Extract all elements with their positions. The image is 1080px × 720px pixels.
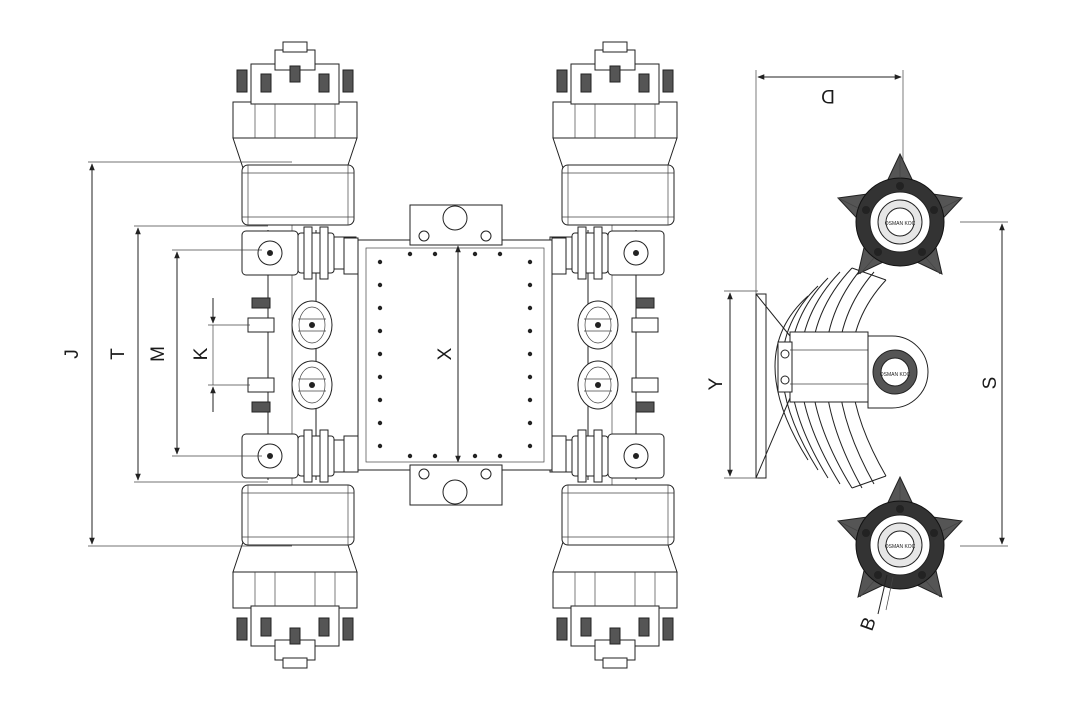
brake-drum-bottom-left: [241, 484, 355, 546]
star-hub-bottom: [837, 476, 963, 598]
dimension-label-d: D: [821, 85, 835, 106]
dimension-label-y: Y: [706, 377, 727, 390]
bogie-center-plate: [357, 204, 553, 506]
dimension-label-m: M: [148, 346, 169, 362]
dimension-label-t: T: [108, 348, 129, 360]
side-view: OSMAN KOÇ OSMAN KOÇ OSMAN KOÇ D S Y B: [706, 70, 1008, 634]
hub-logo-text-top: OSMAN KOÇ: [885, 221, 916, 227]
brake-chamber-left-lower: [291, 360, 333, 410]
brake-drum-top-right: [561, 164, 675, 226]
dimension-label-x: X: [435, 347, 456, 360]
brake-chamber-right-upper: [577, 300, 619, 350]
dimension-label-k: K: [191, 347, 212, 360]
trunnion-bracket: [867, 335, 929, 409]
dimension-label-j: J: [62, 349, 83, 359]
brake-chamber-left-upper: [291, 300, 333, 350]
hub-logo-text-bottom: OSMAN KOÇ: [885, 544, 916, 550]
star-hub-top: [837, 153, 963, 275]
wheel-hub-bottom-left: [232, 541, 358, 669]
brake-drum-top-left: [241, 164, 355, 226]
brake-drum-bottom-right: [561, 484, 675, 546]
dimension-label-b: B: [857, 615, 881, 634]
brake-chamber-right-lower: [577, 360, 619, 410]
wheel-hub-top-right: [552, 41, 678, 169]
wheel-hub-top-left: [232, 41, 358, 169]
dimension-label-s: S: [980, 377, 1001, 390]
trunnion-logo-text: OSMAN KOÇ: [880, 372, 911, 378]
top-view: J T M K X: [62, 41, 678, 669]
wheel-hub-bottom-right: [552, 541, 678, 669]
